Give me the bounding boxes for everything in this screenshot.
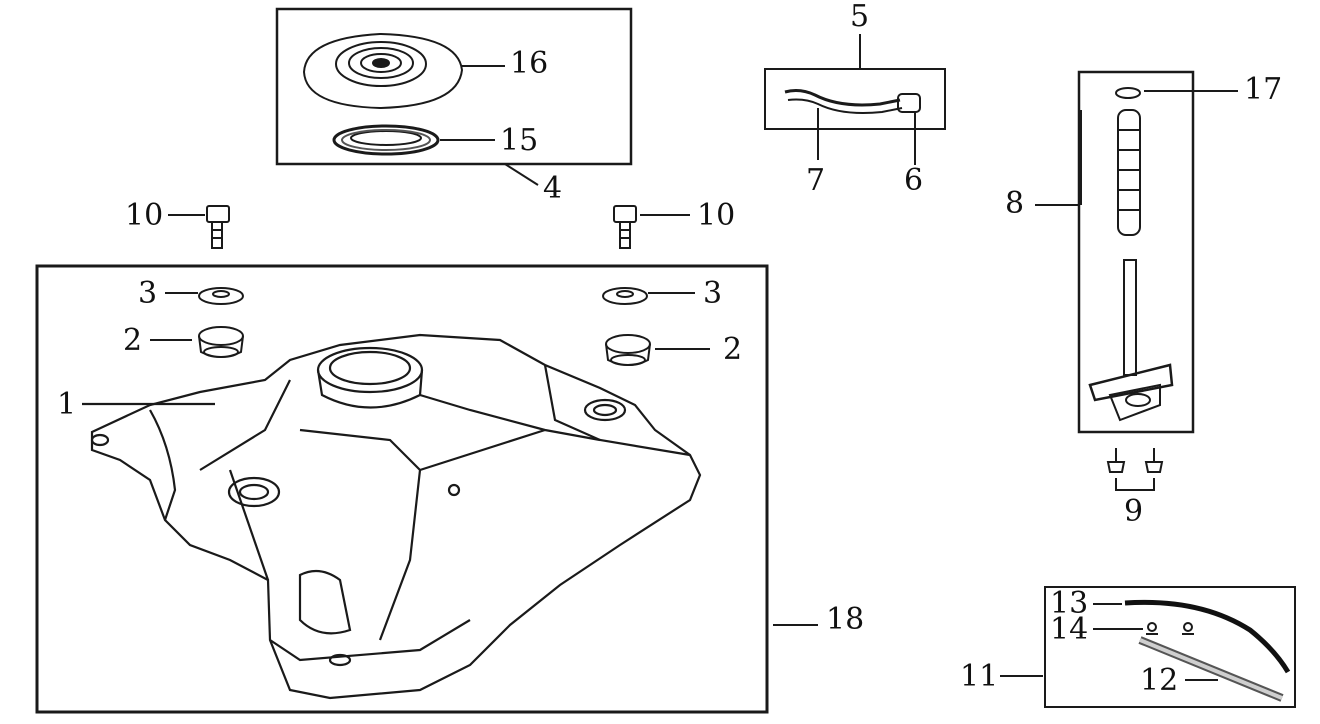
callout-10-left: 10 [125, 198, 164, 233]
callout-2-left: 2 [123, 323, 143, 358]
grommet-right-drawing [605, 334, 710, 366]
callout-16: 16 [510, 46, 549, 81]
callout-4: 4 [543, 171, 563, 206]
callout-2-right: 2 [723, 332, 743, 367]
fuel-line-box [764, 68, 946, 130]
callout-15: 15 [500, 123, 539, 158]
washer-drawing [1115, 87, 1141, 99]
bolt-right-drawing [613, 205, 690, 249]
callout-3-left: 3 [138, 276, 158, 311]
callout-18: 18 [826, 602, 865, 637]
fuel-valve-box [1077, 70, 1195, 434]
cap-assembly-box [275, 7, 633, 166]
hose-kit-box [1044, 586, 1296, 708]
collar-right-drawing [602, 287, 695, 305]
hose-kit-drawing [1000, 599, 1291, 702]
fuel-tank-box [35, 264, 769, 714]
bolt-left-drawing [168, 205, 230, 249]
callout-14: 14 [1050, 612, 1089, 647]
callout-7: 7 [806, 163, 826, 198]
fuel-cap-drawing [302, 32, 505, 110]
collar-left-drawing [165, 287, 244, 305]
callout-3-right: 3 [703, 276, 723, 311]
callout-12: 12 [1140, 663, 1179, 698]
valve-screws-drawing [1106, 448, 1164, 491]
grommet-left-drawing [150, 326, 244, 358]
cap-gasket-drawing [332, 124, 495, 156]
callout-6: 6 [904, 163, 924, 198]
fuel-line-drawing [784, 89, 921, 165]
callout-13: 13 [1050, 586, 1089, 621]
callout-5: 5 [850, 0, 870, 34]
callout-10-right: 10 [697, 198, 736, 233]
fuel-valve-drawing [1035, 109, 1174, 422]
callout-9: 9 [1124, 494, 1144, 529]
fuel-tank-drawing [82, 333, 702, 700]
callout-8: 8 [1005, 186, 1025, 221]
callout-11: 11 [960, 659, 999, 694]
callout-17: 17 [1244, 72, 1283, 107]
callout-1: 1 [57, 387, 77, 422]
